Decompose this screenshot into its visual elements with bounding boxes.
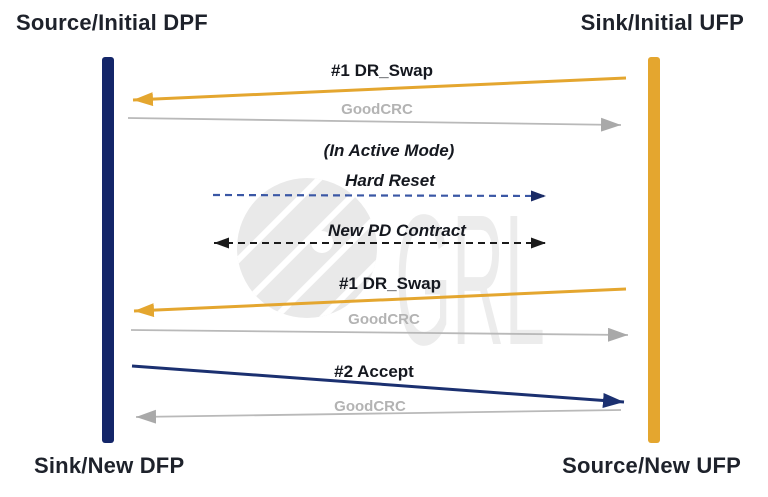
- label-accept-2: #2 Accept: [334, 362, 414, 381]
- label-dr-swap-2: #1 DR_Swap: [338, 274, 442, 293]
- label-dr-swap-1: #1 DR_Swap: [330, 61, 434, 80]
- endpoint-source-initial-dpf: Source/Initial DPF: [16, 10, 208, 35]
- arrow-goodcrc-3: [135, 409, 622, 424]
- arrow-goodcrc-2: [130, 327, 629, 342]
- arrow-accept-2: [131, 364, 625, 408]
- label-hard-reset: Hard Reset: [345, 171, 435, 190]
- arrow-goodcrc-1: [127, 117, 622, 132]
- label-in-active-mode: (In Active Mode): [323, 141, 455, 160]
- arrow-dr-swap-2: [133, 287, 627, 318]
- arrow-dr-swap-1: [132, 76, 627, 107]
- lifeline-initial-dfp: [102, 57, 114, 443]
- label-goodcrc-1: GoodCRC: [341, 101, 413, 118]
- endpoint-source-new-ufp: Source/New UFP: [562, 453, 741, 478]
- endpoint-sink-new-dfp: Sink/New DFP: [34, 453, 185, 478]
- label-goodcrc-2: GoodCRC: [348, 311, 420, 328]
- arrow-hard-reset: [212, 190, 547, 202]
- endpoint-sink-initial-ufp: Sink/Initial UFP: [580, 10, 744, 35]
- grl-watermark: GRL: [237, 177, 545, 363]
- lifeline-initial-ufp: [648, 57, 660, 443]
- label-new-pd-contract: New PD Contract: [328, 221, 466, 240]
- grl-watermark-text: GRL: [395, 177, 545, 363]
- label-goodcrc-3: GoodCRC: [334, 398, 406, 415]
